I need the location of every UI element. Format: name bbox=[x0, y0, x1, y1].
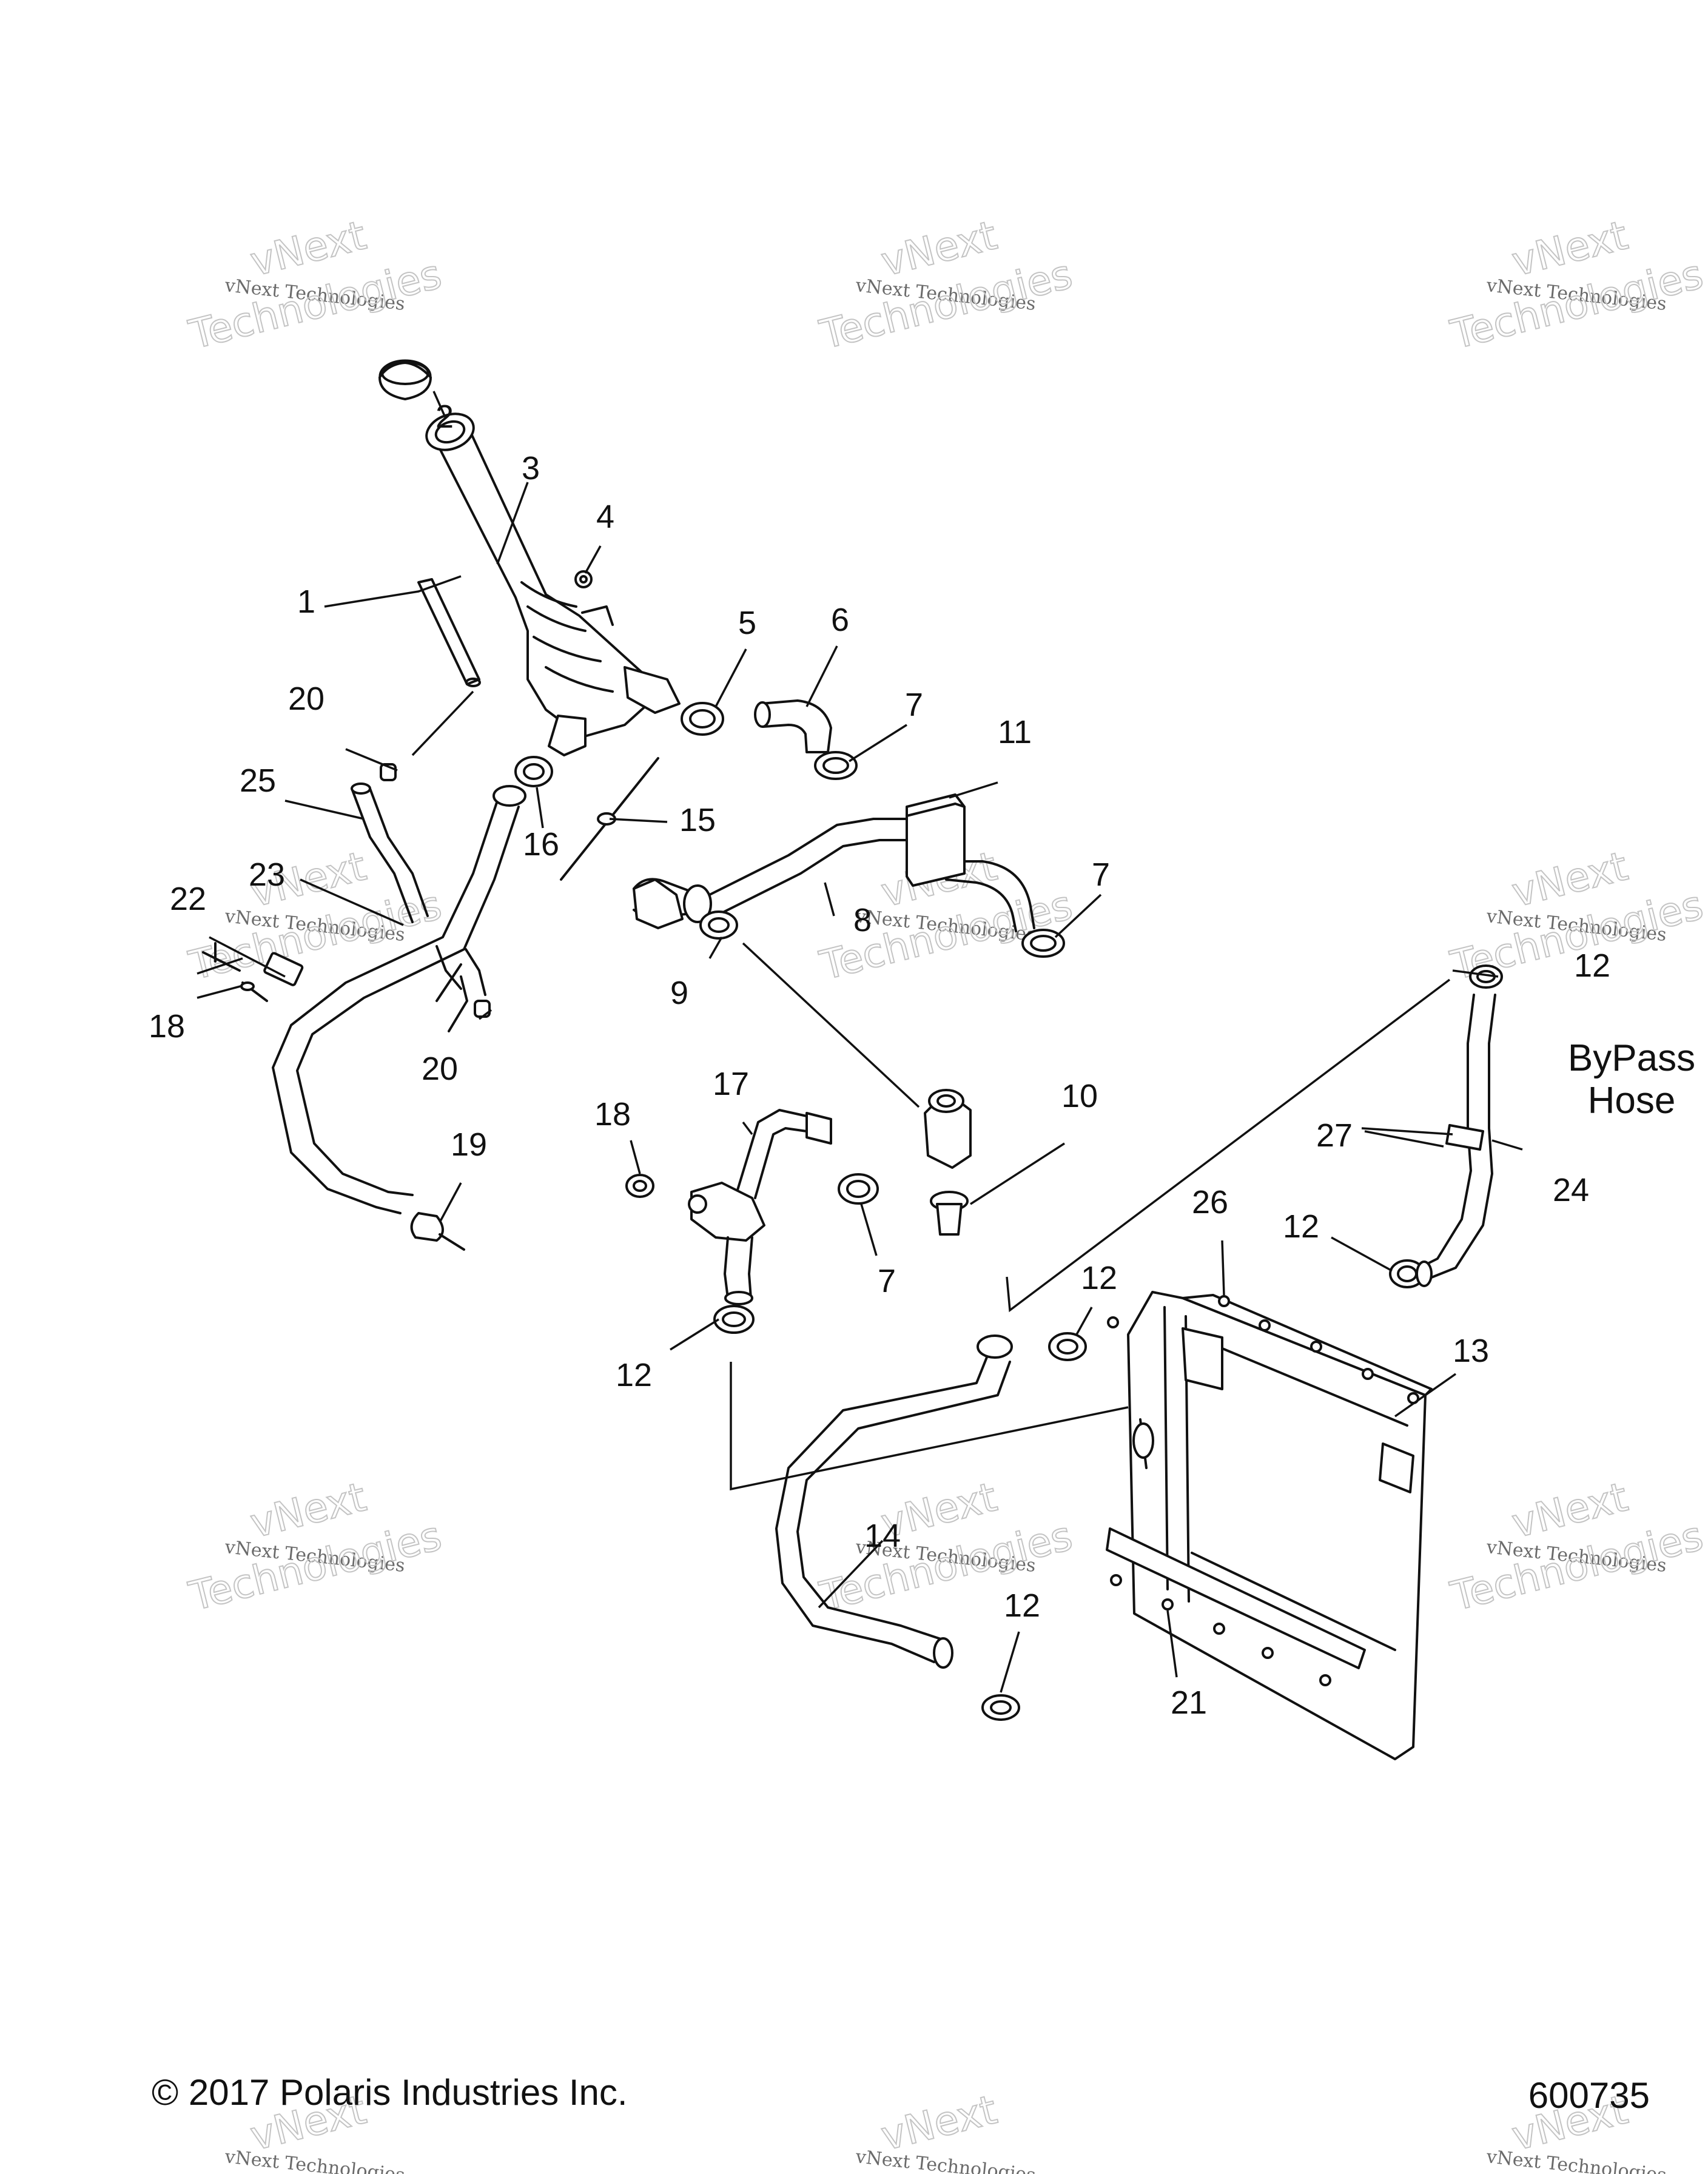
callout-21: 21 bbox=[1171, 1684, 1207, 1721]
callout-7c: 7 bbox=[878, 1263, 896, 1299]
part-sensor-11 bbox=[906, 793, 966, 887]
part-clamp-12e bbox=[981, 1694, 1020, 1721]
svg-text:vNext: vNext bbox=[876, 2086, 1001, 2159]
callout-4: 4 bbox=[596, 499, 614, 535]
svg-text:vNext Technologies: vNext Technologies bbox=[223, 2146, 406, 2174]
callout-2: 2 bbox=[435, 399, 454, 435]
leader-lines bbox=[197, 391, 1523, 1693]
watermark-bottom-center: vNext vNext Technologies bbox=[854, 2085, 1037, 2174]
callout-16: 16 bbox=[523, 826, 559, 863]
figure-number: 600735 bbox=[1528, 2075, 1650, 2116]
part-clamp-7c bbox=[838, 1173, 879, 1205]
callout-27: 27 bbox=[1316, 1117, 1353, 1154]
callout-20a: 20 bbox=[288, 681, 324, 717]
callout-12d: 12 bbox=[616, 1357, 652, 1393]
callout-22: 22 bbox=[170, 881, 206, 917]
part-sensor-22 bbox=[202, 942, 241, 972]
callout-numbers: 1 2 3 4 5 6 7 7 7 8 9 10 11 12 12 12 12 … bbox=[149, 399, 1610, 1721]
callout-6: 6 bbox=[831, 602, 849, 638]
callout-10: 10 bbox=[1061, 1078, 1098, 1114]
part-outlet-pipe bbox=[688, 1109, 832, 1305]
callout-11: 11 bbox=[998, 714, 1032, 750]
callout-19: 19 bbox=[451, 1126, 487, 1163]
callout-23: 23 bbox=[249, 856, 285, 893]
part-hose-25 bbox=[351, 782, 429, 923]
part-overflow-tube bbox=[417, 578, 481, 687]
callout-12b: 12 bbox=[1283, 1208, 1319, 1245]
callout-26: 26 bbox=[1192, 1184, 1228, 1220]
callout-9: 9 bbox=[670, 975, 688, 1011]
watermark-low-left: vNext vNext Technologies Technologies bbox=[184, 1473, 446, 1621]
callout-18a: 18 bbox=[149, 1008, 185, 1045]
callout-20b: 20 bbox=[422, 1051, 458, 1087]
callout-17: 17 bbox=[713, 1066, 749, 1102]
part-fastener-18b bbox=[625, 1174, 654, 1198]
callout-24: 24 bbox=[1553, 1172, 1589, 1208]
part-clamp-7a bbox=[814, 751, 858, 780]
part-fill-neck bbox=[425, 412, 681, 756]
part-thermostat bbox=[930, 1191, 969, 1236]
callout-12c: 12 bbox=[1081, 1260, 1117, 1296]
callout-13: 13 bbox=[1453, 1333, 1489, 1369]
part-hose-6 bbox=[754, 699, 832, 753]
part-clamp-12a bbox=[713, 1305, 755, 1334]
part-main-hose bbox=[272, 785, 526, 1214]
callout-3: 3 bbox=[522, 450, 540, 486]
part-clamp-16 bbox=[514, 756, 553, 787]
callout-1: 1 bbox=[297, 584, 315, 620]
part-clamp-5 bbox=[681, 702, 724, 736]
callout-5: 5 bbox=[738, 605, 756, 641]
svg-text:ByPass: ByPass bbox=[1568, 1037, 1695, 1079]
callout-14: 14 bbox=[864, 1518, 901, 1554]
watermark-low-right: vNext vNext Technologies Technologies bbox=[1445, 1473, 1708, 1621]
copyright-text: © 2017 Polaris Industries Inc. bbox=[152, 2072, 628, 2113]
part-radiator bbox=[1106, 1291, 1433, 1760]
part-clamp-12d bbox=[1048, 1332, 1087, 1361]
watermark-top-left: vNext vNext Technologies Technologies bbox=[184, 211, 446, 359]
part-thermostat-housing bbox=[924, 1089, 972, 1169]
callout-8: 8 bbox=[853, 902, 872, 938]
svg-text:vNext Technologies: vNext Technologies bbox=[854, 2146, 1037, 2174]
callout-18b: 18 bbox=[594, 1096, 631, 1132]
part-lower-hose bbox=[775, 1334, 1013, 1669]
callout-15: 15 bbox=[679, 802, 716, 838]
part-clip-27 bbox=[1445, 1124, 1484, 1151]
callout-7a: 7 bbox=[905, 687, 923, 723]
part-hose-8 bbox=[633, 818, 1035, 932]
svg-text:vNext Technologies: vNext Technologies bbox=[1485, 2146, 1667, 2174]
callout-12e: 12 bbox=[1004, 1587, 1040, 1624]
callout-12a: 12 bbox=[1574, 947, 1610, 984]
bypass-hose-note: ByPass Hose bbox=[1568, 1037, 1695, 1122]
watermark-top-right: vNext vNext Technologies Technologies bbox=[1445, 211, 1708, 359]
part-clamp-7b bbox=[1021, 929, 1065, 958]
part-radiator-cap bbox=[378, 359, 432, 400]
part-screws bbox=[1107, 1295, 1419, 1686]
watermark-top-center: vNext vNext Technologies Technologies bbox=[815, 211, 1077, 359]
callout-25: 25 bbox=[240, 762, 276, 799]
part-nut bbox=[574, 570, 593, 588]
callout-7b: 7 bbox=[1092, 856, 1110, 893]
svg-text:Hose: Hose bbox=[1588, 1080, 1676, 1122]
part-clamp-9 bbox=[699, 910, 738, 940]
part-fastener-18a bbox=[240, 981, 268, 1002]
part-clamp-19 bbox=[410, 1212, 465, 1251]
part-clip-23 bbox=[263, 952, 304, 986]
part-bypass-hose bbox=[1416, 994, 1496, 1287]
